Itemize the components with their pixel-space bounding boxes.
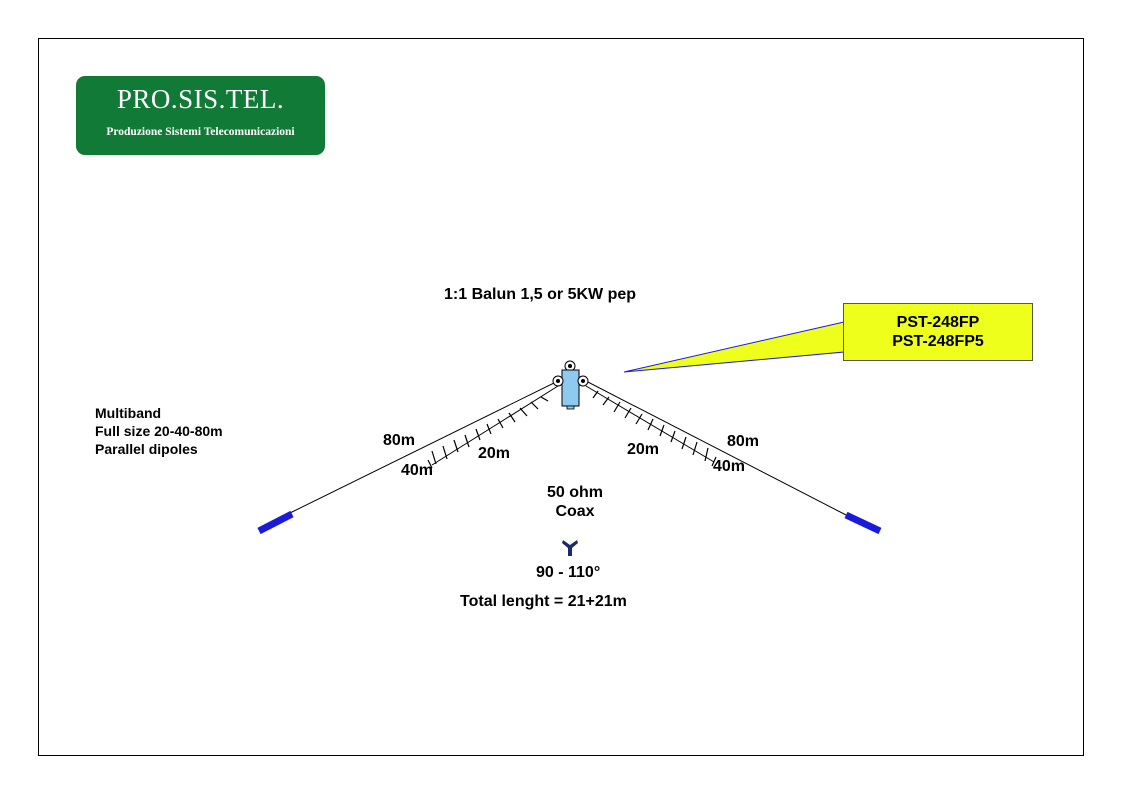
- left-label-80m: 80m: [383, 432, 416, 449]
- total-length-label: Total lenght = 21+21m: [460, 593, 627, 610]
- logo-subtitle: Produzione Sistemi Telecomunicazioni: [106, 126, 295, 138]
- left-dipole-wire: [289, 380, 559, 514]
- description-line-3: Parallel dipoles: [95, 441, 198, 457]
- left-label-20m: 20m: [478, 445, 511, 462]
- right-label-40m: 40m: [713, 458, 746, 475]
- description-line-1: Multiband: [95, 405, 162, 421]
- page-frame: [38, 38, 1084, 756]
- right-insulator: [844, 511, 882, 535]
- logo-title: PRO.SIS.TEL.: [116, 84, 285, 114]
- left-insulator: [257, 510, 294, 535]
- antenna-description: Multiband Full size 20-40-80m Parallel d…: [95, 404, 223, 458]
- left-label-40m: 40m: [401, 462, 434, 479]
- description-line-2: Full size 20-40-80m: [95, 423, 223, 439]
- callout-model-2: PST-248FP5: [892, 333, 984, 350]
- balun-label: 1:1 Balun 1,5 or 5KW pep: [444, 286, 637, 303]
- left-ladder-rungs: [427, 396, 549, 469]
- callout-model-1: PST-248FP: [896, 314, 980, 331]
- balun-icon: [552, 360, 589, 410]
- model-callout: PST-248FP PST-248FP5: [843, 303, 1033, 361]
- right-label-80m: 80m: [727, 433, 760, 450]
- right-dipole-wire: [585, 380, 849, 517]
- company-logo: PRO.SIS.TEL. Produzione Sistemi Telecomu…: [76, 76, 325, 155]
- feedline-label: 50 ohm Coax: [520, 483, 630, 521]
- angle-label: 90 - 110°: [536, 564, 601, 581]
- feedline-type: Coax: [555, 503, 595, 520]
- feedline-impedance: 50 ohm: [546, 484, 603, 501]
- coax-connector-icon: [562, 540, 578, 556]
- right-label-20m: 20m: [627, 441, 660, 458]
- left-ladder-wire: [431, 385, 559, 466]
- callout-pointer: [623, 321, 845, 373]
- right-ladder-rungs: [592, 390, 717, 467]
